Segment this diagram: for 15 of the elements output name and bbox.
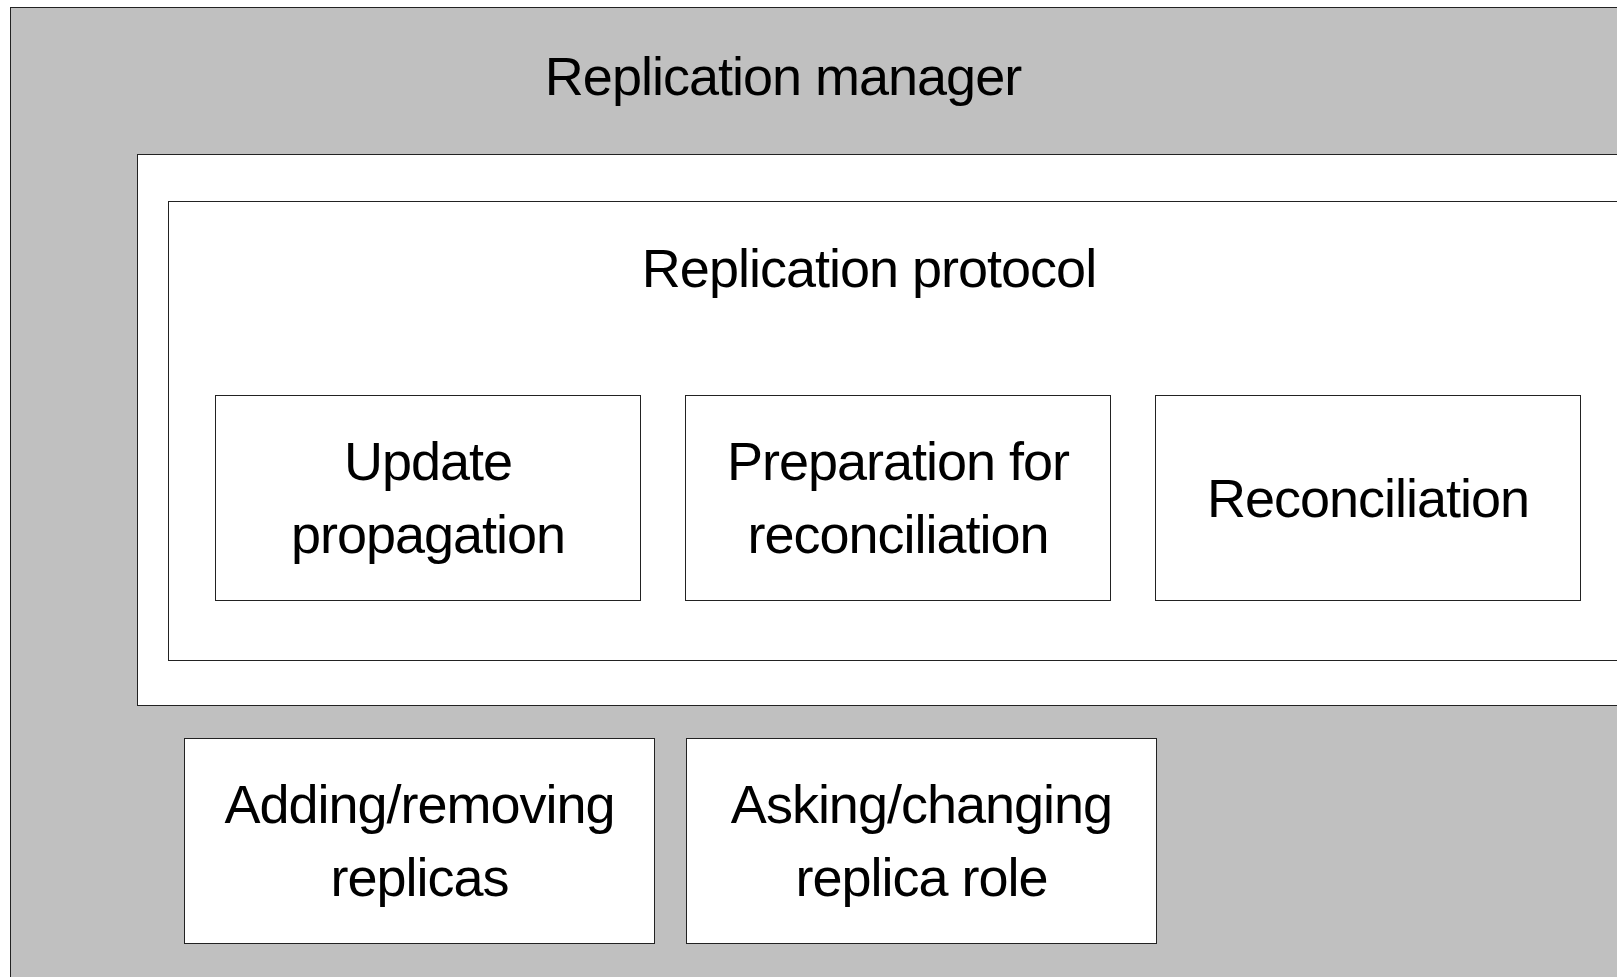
process-box xyxy=(184,738,655,944)
box-label: Adding/removing replicas xyxy=(223,773,616,909)
process-box xyxy=(215,395,641,601)
group-box xyxy=(10,7,1617,977)
process-box xyxy=(685,395,1111,601)
box-label: Reconciliation xyxy=(1206,466,1530,530)
box-label: Asking/changing replica role xyxy=(729,773,1114,909)
group-title: Replication protocol xyxy=(641,237,1097,300)
box-label: Update propagation xyxy=(289,430,567,566)
box-label: Preparation for reconciliation xyxy=(725,430,1071,566)
group-title: Replication manager xyxy=(544,45,1022,108)
group-box xyxy=(168,201,1617,661)
process-box xyxy=(686,738,1157,944)
process-box xyxy=(1155,395,1581,601)
frame-box xyxy=(137,154,1617,706)
